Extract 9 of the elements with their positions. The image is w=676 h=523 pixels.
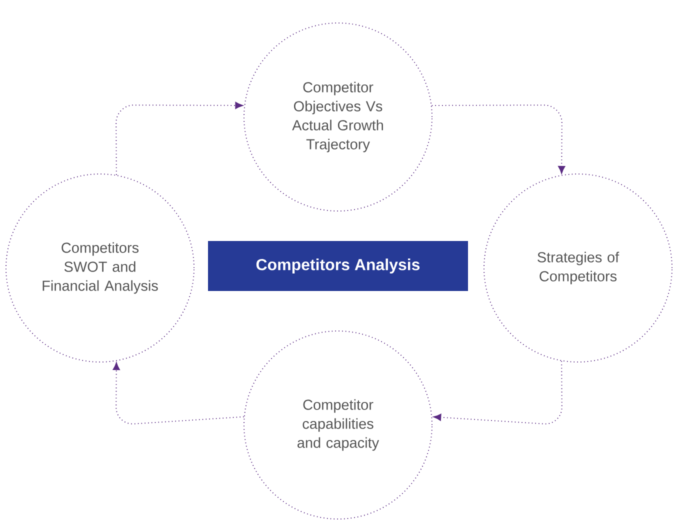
- arrow: [112, 362, 244, 424]
- title-box: Competitors Analysis: [208, 241, 468, 291]
- arrow: [431, 104, 566, 174]
- circle-node: Competitor capabilities and capacity: [244, 330, 432, 520]
- arrow: [433, 360, 562, 424]
- arrow: [116, 102, 243, 176]
- circle-node: Competitors SWOT and Financial Analysis: [6, 174, 194, 362]
- circle-node: Competitor Objectives Vs Actual Growth Trajectory: [244, 22, 432, 212]
- circle-node: Strategies of Competitors: [484, 174, 672, 362]
